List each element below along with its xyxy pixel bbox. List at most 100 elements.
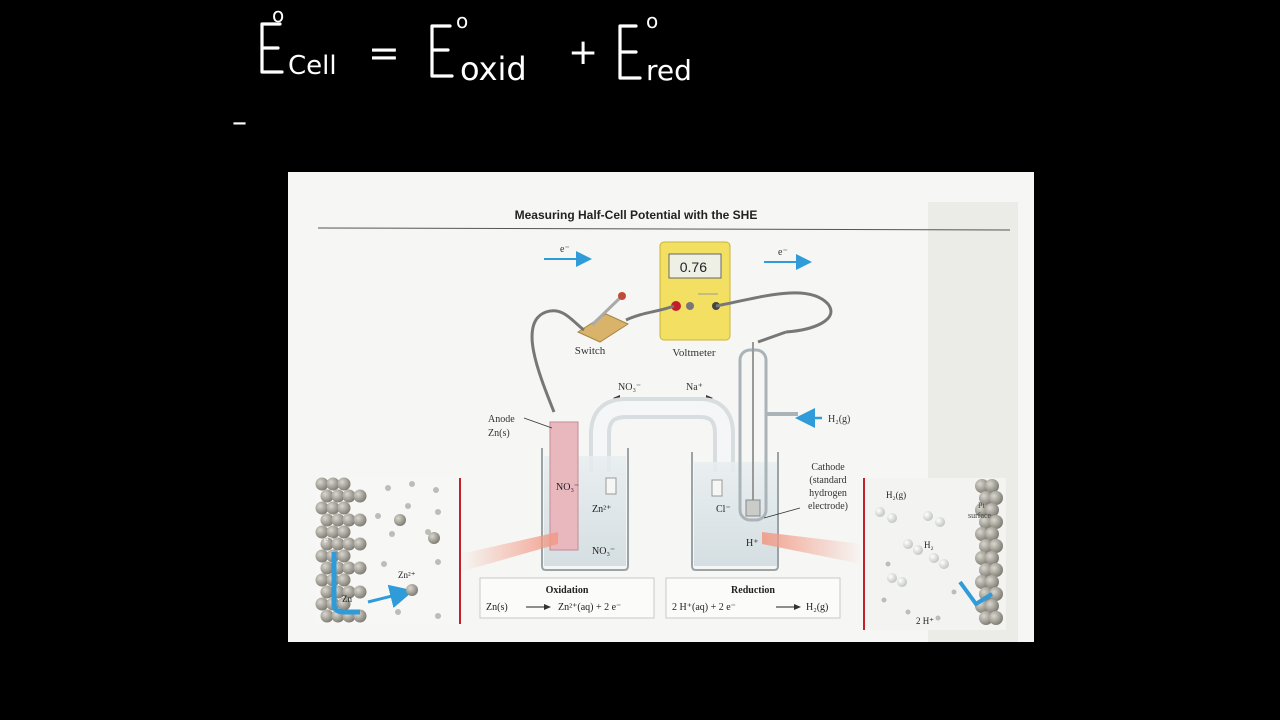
- zinc-atom: [342, 489, 356, 503]
- left-inset: [315, 477, 461, 624]
- inset-h2g-label: H₂(g): [886, 490, 906, 500]
- solution-particle: [395, 609, 401, 615]
- h-atom: [939, 559, 949, 569]
- h-atom: [887, 513, 897, 523]
- h2-molecules: [875, 507, 957, 621]
- voltmeter-reading: 0.76: [680, 259, 707, 275]
- inset-ions: [375, 481, 441, 619]
- oxidation-left: Zn(s): [486, 602, 508, 613]
- pt-atom: [975, 503, 989, 517]
- h-atom: [935, 517, 945, 527]
- inset-h-arrow: [958, 580, 994, 607]
- pt-atom: [989, 587, 1003, 601]
- wire-switch-meter: [625, 304, 675, 322]
- zn-ion: [394, 514, 406, 526]
- inset-surface-label: surface: [968, 511, 992, 520]
- cathode-label-4: electrode): [808, 501, 848, 512]
- voltmeter-red-terminal: [671, 301, 681, 311]
- electron-label-right: e⁻: [778, 247, 788, 258]
- zinc-atom: [337, 501, 351, 515]
- right-zoom-beam: [762, 532, 862, 564]
- pt-atom: [985, 503, 999, 517]
- ion-cl: Cl⁻: [716, 504, 731, 515]
- zinc-atom: [342, 585, 356, 599]
- ion-zn2: Zn²⁺: [592, 504, 611, 515]
- pt-atom: [979, 491, 993, 505]
- pt-atom: [989, 611, 1003, 625]
- zinc-atom: [337, 525, 351, 539]
- solution-particle: [409, 481, 415, 487]
- inset-zn-arrow: [367, 584, 414, 609]
- h-atom: [875, 507, 885, 517]
- solution-particle: [405, 503, 411, 509]
- zinc-atom: [315, 573, 329, 587]
- wire-cathode: [715, 291, 833, 334]
- ink-super-red: o: [646, 9, 658, 33]
- zinc-atom: [353, 537, 367, 551]
- half-cell-diagram: Measuring Half-Cell Potential with the S…: [315, 202, 1018, 642]
- pt-atom: [985, 527, 999, 541]
- cathode-label-2: (standard: [809, 475, 846, 486]
- zinc-atom: [331, 513, 345, 527]
- pt-atom: [985, 479, 999, 493]
- cathode-label-1: Cathode: [811, 462, 845, 473]
- inset-pt-label: Pt: [978, 501, 985, 510]
- zinc-atom: [326, 501, 340, 515]
- pt-atom: [975, 551, 989, 565]
- pt-atom: [979, 611, 993, 625]
- solution-particle: [435, 559, 441, 565]
- voltmeter-knob: [686, 302, 694, 310]
- ink-E-red: [618, 24, 642, 80]
- zinc-atom: [315, 597, 329, 611]
- zinc-atom: [342, 561, 356, 575]
- switch-label: Switch: [575, 345, 606, 357]
- zinc-atom: [320, 513, 334, 527]
- pt-atom: [975, 479, 989, 493]
- zinc-atom: [320, 585, 334, 599]
- h-ion: [885, 561, 891, 567]
- inset-h2-label: H₂: [924, 540, 934, 550]
- reduction-left: 2 H⁺(aq) + 2 e⁻: [672, 602, 736, 613]
- h-ion: [951, 589, 957, 595]
- inset-2h-label: 2 H⁺: [916, 616, 934, 626]
- h-ion: [881, 597, 887, 603]
- inset-electron-path: [331, 552, 360, 615]
- salt-bridge-cation: Na⁺: [686, 382, 703, 393]
- figure-title: Measuring Half-Cell Potential with the S…: [515, 208, 758, 222]
- pt-lattice: [975, 479, 1003, 625]
- zinc-atom: [331, 489, 345, 503]
- inset-zn-label: Zn: [342, 594, 352, 604]
- pt-atom: [979, 563, 993, 577]
- zinc-atom: [337, 477, 351, 491]
- solution-particle: [435, 509, 441, 515]
- pt-atom: [985, 551, 999, 565]
- solution-particle: [433, 487, 439, 493]
- ink-E-cell: [260, 22, 284, 74]
- salt-bridge-anion: NO₃⁻: [618, 382, 641, 393]
- oxidation-right: Zn²⁺(aq) + 2 e⁻: [558, 602, 621, 613]
- pt-electrode: [745, 499, 761, 517]
- pt-atom: [979, 539, 993, 553]
- pt-atom: [989, 563, 1003, 577]
- right-beaker: [691, 342, 798, 571]
- zinc-atom: [337, 597, 351, 611]
- h-atom: [897, 577, 907, 587]
- ink-super-cell: o: [272, 3, 284, 27]
- anode-leader: [523, 417, 553, 429]
- zinc-atom: [337, 549, 351, 563]
- h-ion: [935, 615, 941, 621]
- zinc-atom: [315, 477, 329, 491]
- ink-sub-oxid: oxid: [460, 50, 527, 88]
- title-rule: [317, 227, 1011, 231]
- zinc-atom: [353, 489, 367, 503]
- zinc-atom: [326, 525, 340, 539]
- voltmeter: 0.76: [659, 241, 731, 341]
- ink-super-oxid: o: [456, 9, 468, 33]
- pt-atom: [975, 575, 989, 589]
- zinc-atom: [320, 609, 334, 623]
- h-atom: [929, 553, 939, 563]
- oxidation-box: [479, 577, 655, 619]
- solution-particle: [389, 531, 395, 537]
- left-beaker: [541, 421, 629, 571]
- cathode-label-3: hydrogen: [809, 488, 847, 499]
